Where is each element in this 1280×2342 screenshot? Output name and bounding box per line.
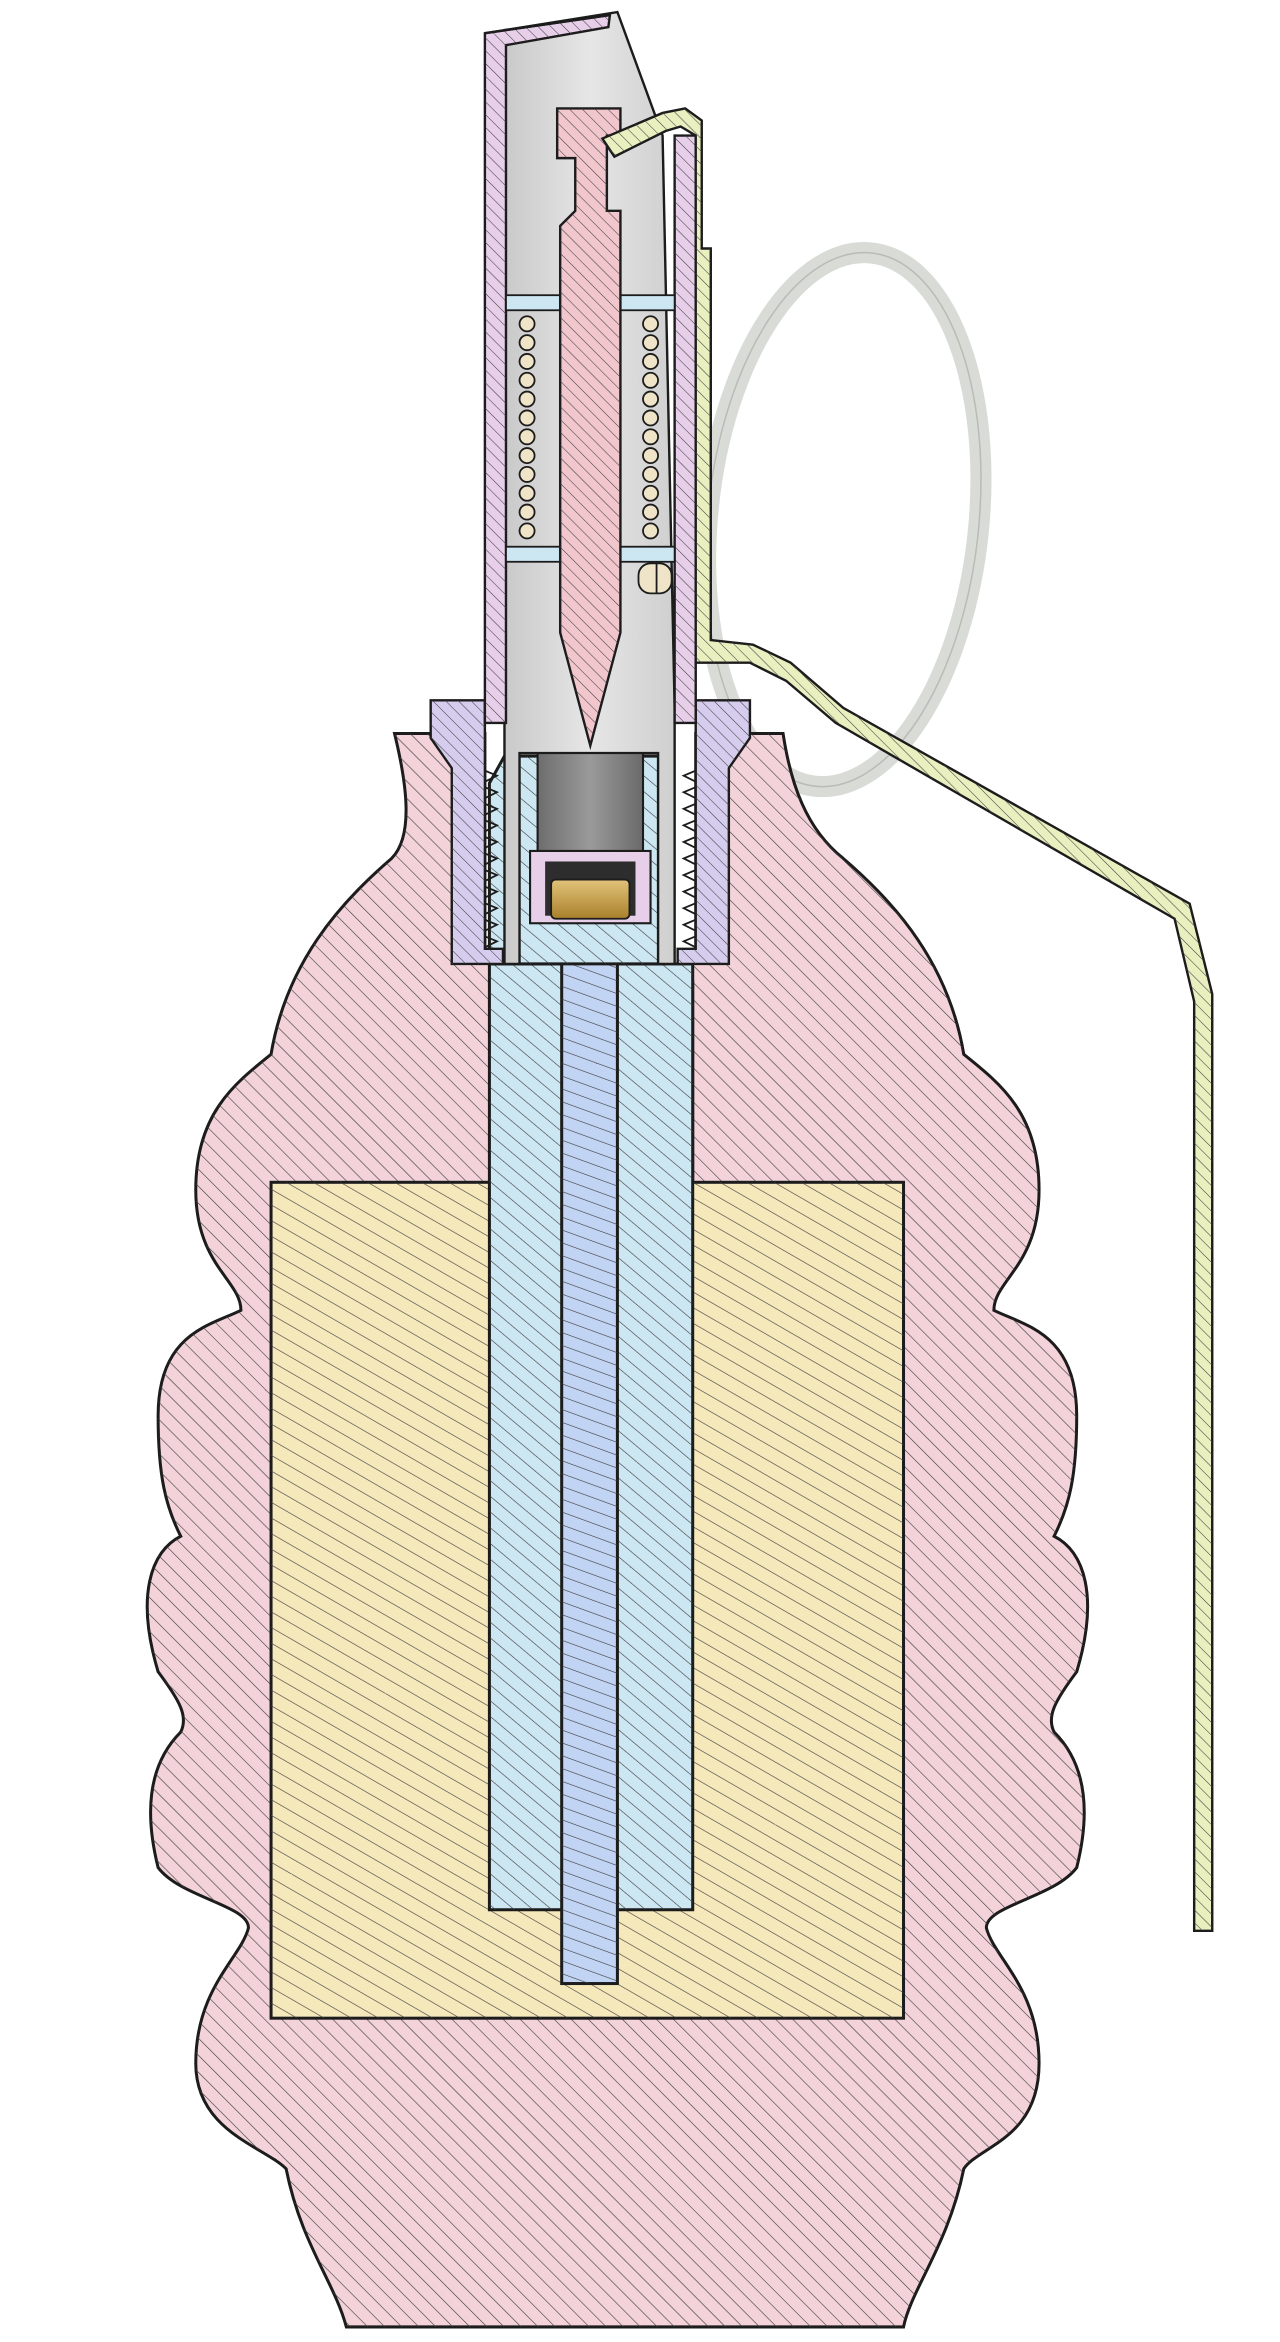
spring-coil bbox=[642, 409, 659, 427]
detonator-cap bbox=[550, 878, 631, 920]
spring-coil bbox=[642, 428, 659, 446]
spring-coil bbox=[518, 409, 536, 427]
safety-lever bbox=[600, 107, 1214, 1933]
spring-coil bbox=[518, 315, 536, 333]
housing-top-edge bbox=[484, 13, 611, 35]
spring-coil bbox=[642, 484, 659, 502]
spring-coil bbox=[518, 428, 536, 446]
spring-coil bbox=[518, 447, 536, 465]
striker-spring bbox=[518, 315, 659, 540]
spring-coil bbox=[642, 334, 659, 352]
spring-coil bbox=[642, 315, 659, 333]
spring-coil bbox=[642, 522, 659, 540]
spring-coil bbox=[642, 503, 659, 521]
spring-coil bbox=[642, 465, 659, 483]
safety-pin bbox=[637, 562, 673, 595]
striker bbox=[555, 107, 622, 751]
spring-coil bbox=[518, 465, 536, 483]
spring-coil bbox=[642, 447, 659, 465]
spring-coil bbox=[518, 484, 536, 502]
spring-coil bbox=[518, 503, 536, 521]
spring-coil bbox=[518, 353, 536, 370]
spring-coil bbox=[518, 334, 536, 352]
booster-rod bbox=[560, 920, 619, 1986]
spring-coil bbox=[642, 390, 659, 408]
spring-coil bbox=[642, 353, 659, 370]
spring-coil bbox=[518, 522, 536, 540]
fuse-nut bbox=[429, 699, 752, 966]
spring-coil bbox=[518, 390, 536, 408]
spring-coil bbox=[642, 371, 659, 389]
spring-coil bbox=[518, 371, 536, 389]
